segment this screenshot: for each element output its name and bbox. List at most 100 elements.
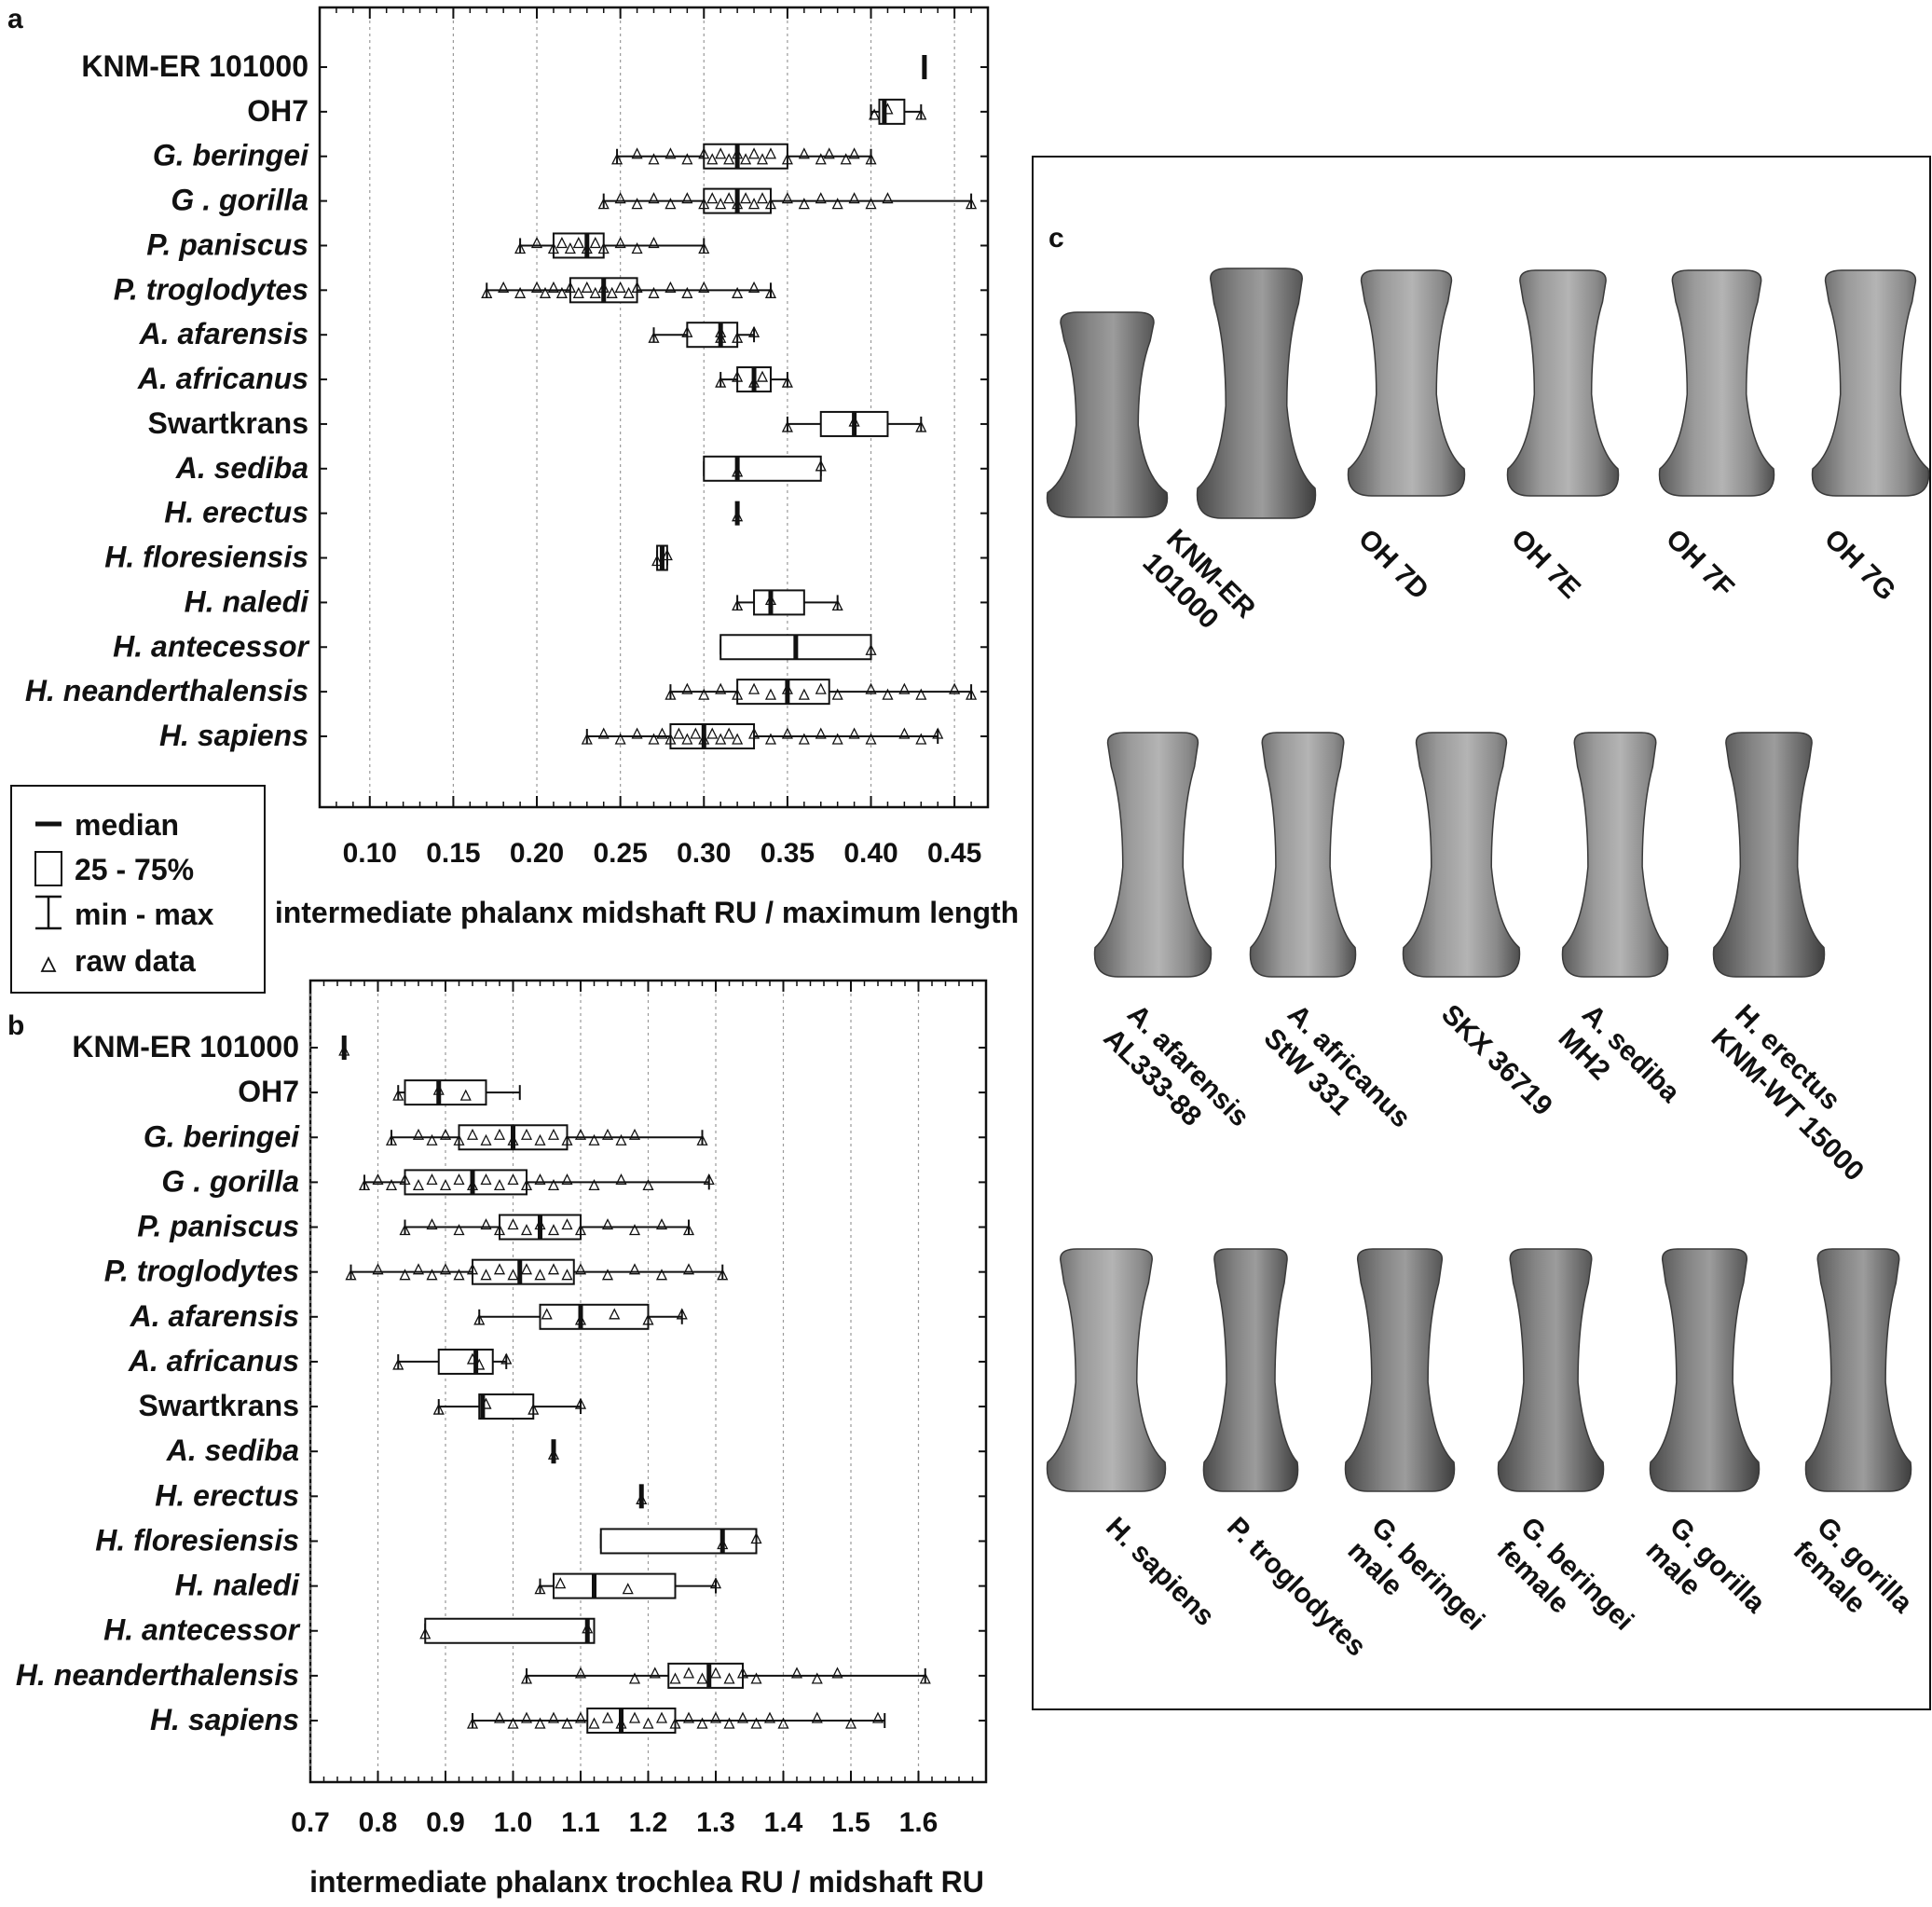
raw-point: [815, 192, 827, 204]
raw-point: [574, 1397, 587, 1409]
raw-point: [865, 198, 877, 210]
group-label: G . gorilla: [161, 1164, 299, 1198]
raw-point: [412, 1263, 425, 1275]
group-label: H. erectus: [164, 496, 308, 529]
raw-point: [453, 1269, 465, 1281]
raw-point: [520, 1128, 533, 1140]
raw-point: [631, 242, 643, 254]
raw-point: [622, 1583, 634, 1595]
x-tick-label: 1.0: [494, 1807, 533, 1838]
raw-point: [426, 1173, 438, 1186]
raw-point: [764, 593, 777, 606]
raw-point: [574, 1711, 587, 1723]
raw-point: [493, 1224, 506, 1236]
raw-point: [581, 733, 593, 745]
raw-point: [706, 192, 719, 204]
raw-point: [547, 281, 560, 293]
raw-point: [392, 1089, 404, 1101]
x-tick-label: 0.30: [677, 838, 731, 869]
bone-h-sapiens: [1046, 1248, 1167, 1492]
iqr-box: [667, 1662, 744, 1689]
raw-point: [601, 1711, 614, 1723]
raw-point: [815, 460, 827, 472]
raw-point: [698, 733, 710, 745]
x-tick-label: 1.4: [764, 1807, 803, 1838]
raw-point: [831, 598, 843, 611]
specimen-label: A. africanusStW 331: [1258, 999, 1417, 1158]
raw-point: [665, 688, 677, 700]
raw-point: [628, 1128, 641, 1140]
raw-point: [574, 1667, 587, 1679]
bone-g-gorilla-female: [1804, 1248, 1912, 1492]
raw-point: [507, 1269, 519, 1281]
raw-point: [715, 376, 727, 388]
raw-point: [723, 1672, 735, 1684]
raw-point: [665, 147, 677, 159]
bone-a-sediba: [1561, 732, 1669, 978]
raw-point: [715, 733, 727, 745]
specimen-label: OH 7G: [1818, 524, 1901, 607]
raw-point: [631, 198, 643, 210]
raw-point: [777, 1717, 789, 1729]
raw-point: [740, 153, 752, 165]
raw-point: [412, 1128, 425, 1140]
raw-point: [681, 192, 693, 204]
bone-knm-er-fragment-a: [1046, 311, 1169, 518]
raw-point: [764, 733, 777, 745]
raw-point: [750, 1532, 762, 1544]
raw-point: [466, 1717, 479, 1729]
raw-point: [915, 108, 927, 120]
specimen-label: G. beringeifemale: [1491, 1512, 1640, 1661]
raw-point: [480, 1397, 492, 1409]
raw-point: [665, 281, 677, 293]
x-tick-label: 0.40: [843, 838, 897, 869]
raw-point: [798, 688, 810, 700]
raw-point: [915, 733, 927, 745]
iqr-box: [703, 143, 788, 170]
raw-point: [631, 281, 643, 293]
raw-point: [453, 1133, 465, 1146]
raw-point: [732, 598, 744, 611]
raw-point: [715, 198, 727, 210]
raw-point: [869, 108, 881, 120]
raw-point: [665, 733, 677, 745]
raw-point: [831, 733, 843, 745]
raw-point: [473, 1358, 486, 1370]
raw-point: [642, 1178, 654, 1191]
raw-point: [609, 1308, 621, 1320]
legend-range-label: min - max: [75, 898, 214, 931]
raw-point: [696, 1133, 708, 1146]
specimen-label: OH 7F: [1660, 524, 1740, 604]
raw-point: [520, 1178, 533, 1191]
raw-point: [932, 727, 944, 739]
raw-point: [723, 153, 735, 165]
raw-point: [597, 281, 610, 293]
raw-point: [466, 1128, 479, 1140]
group-label: KNM-ER 101000: [72, 1030, 299, 1063]
raw-point: [520, 1263, 533, 1275]
raw-point: [589, 237, 601, 249]
raw-point: [623, 286, 635, 298]
iqr-box: [478, 1393, 535, 1420]
raw-point: [530, 281, 543, 293]
raw-point: [426, 1269, 438, 1281]
group-label: A. sediba: [166, 1434, 299, 1467]
raw-point: [732, 688, 744, 700]
bone-oh7g: [1811, 269, 1930, 497]
raw-point: [750, 1672, 762, 1684]
group-label: P. paniscus: [146, 227, 308, 261]
group-label: H. sapiens: [150, 1703, 299, 1736]
x-tick-label: 0.8: [359, 1807, 398, 1838]
panel-letter-c: c: [1048, 223, 1064, 254]
raw-point: [648, 331, 660, 343]
raw-point: [514, 286, 527, 298]
specimen-label-line: H. sapiens: [1100, 1512, 1220, 1632]
raw-point: [681, 153, 693, 165]
raw-point: [682, 1667, 695, 1679]
raw-point: [673, 727, 685, 739]
x-axis-title: intermediate phalanx trochlea RU / midsh…: [309, 1865, 984, 1899]
raw-point: [676, 1308, 688, 1320]
bone-g-gorilla-male: [1649, 1248, 1761, 1492]
